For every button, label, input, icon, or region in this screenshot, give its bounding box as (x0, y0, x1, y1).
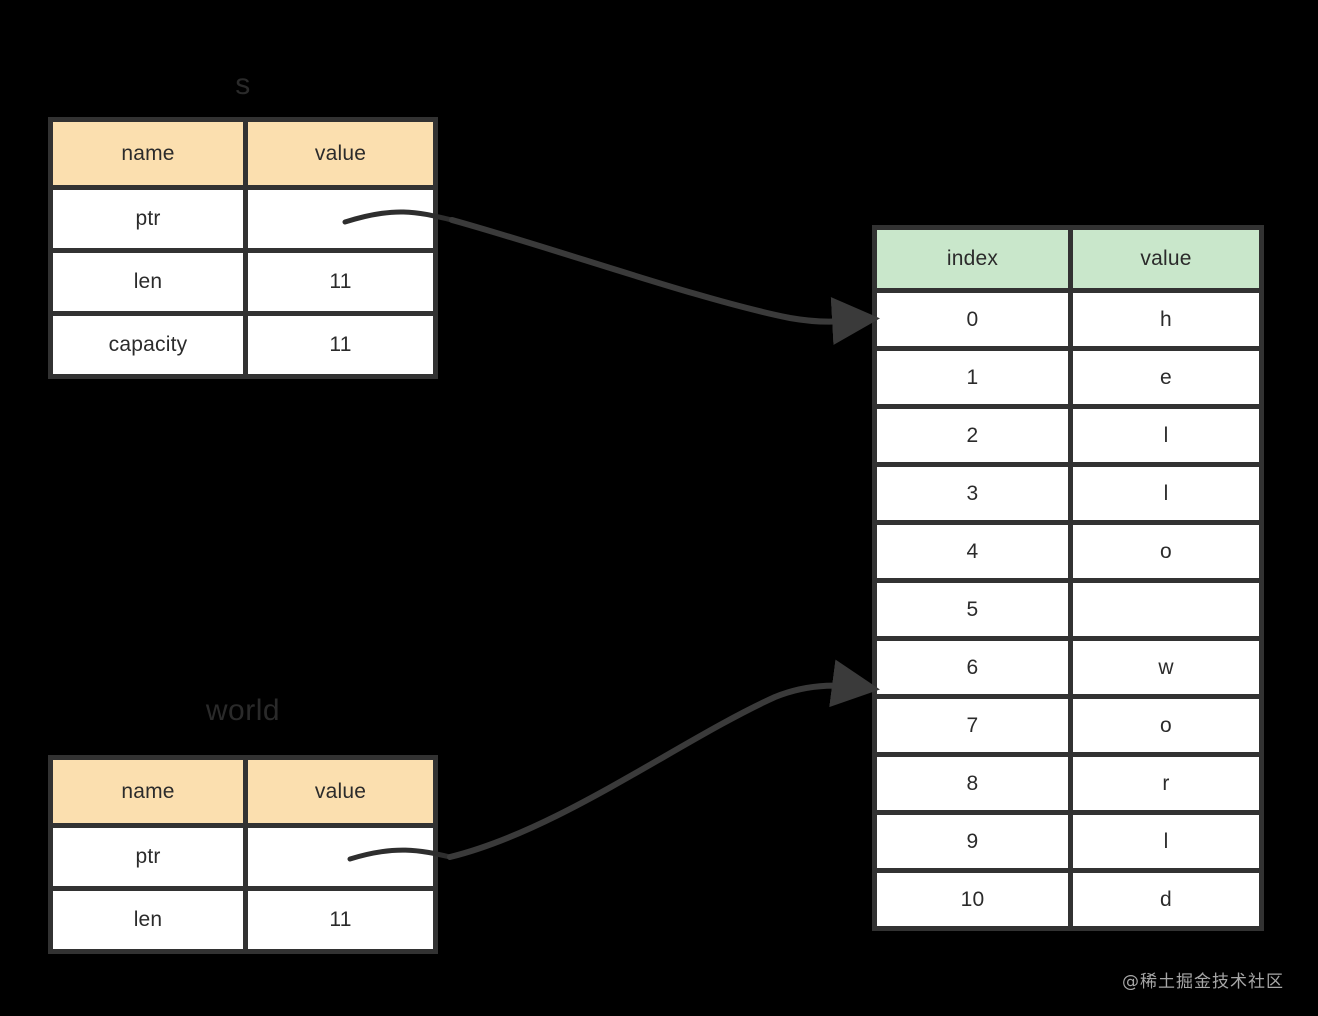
table-row: 4 o (877, 520, 1259, 578)
cell-field-name: ptr (53, 185, 243, 248)
table-row: 3 l (877, 462, 1259, 520)
cell-value: o (1068, 694, 1259, 752)
cell-index: 5 (877, 578, 1068, 636)
cell-field-name: len (53, 248, 243, 311)
cell-field-value-pointer (243, 185, 433, 248)
cell-index: 1 (877, 346, 1068, 404)
cell-field-name: ptr (53, 823, 243, 886)
table-row: 2 l (877, 404, 1259, 462)
table-header-row: name value (53, 122, 433, 185)
cell-value: l (1068, 462, 1259, 520)
watermark: @稀土掘金技术社区 (1122, 972, 1284, 992)
cell-field-value: 11 (243, 311, 433, 374)
variable-title-world: world (205, 694, 281, 727)
cell-index: 7 (877, 694, 1068, 752)
table-row: capacity 11 (53, 311, 433, 374)
table-row: 10 d (877, 868, 1259, 926)
table-header-row: index value (877, 230, 1259, 288)
column-header-value: value (1068, 230, 1259, 288)
column-header-name: name (53, 760, 243, 823)
cell-field-value-pointer (243, 823, 433, 886)
cell-index: 3 (877, 462, 1068, 520)
column-header-name: name (53, 122, 243, 185)
cell-value: r (1068, 752, 1259, 810)
cell-value: e (1068, 346, 1259, 404)
cell-value: d (1068, 868, 1259, 926)
cell-field-name: len (53, 886, 243, 949)
table-row: len 11 (53, 248, 433, 311)
stack-table-world: name value ptr len 11 (48, 755, 438, 954)
table-row: ptr (53, 185, 433, 248)
cell-index: 9 (877, 810, 1068, 868)
table-row: 9 l (877, 810, 1259, 868)
cell-field-value: 11 (243, 886, 433, 949)
table-row: 5 (877, 578, 1259, 636)
table-row: ptr (53, 823, 433, 886)
table-row: 7 o (877, 694, 1259, 752)
cell-field-value: 11 (243, 248, 433, 311)
column-header-value: value (243, 122, 433, 185)
table-row: 1 e (877, 346, 1259, 404)
cell-field-name: capacity (53, 311, 243, 374)
table-row: 0 h (877, 288, 1259, 346)
table-row: len 11 (53, 886, 433, 949)
connector-arrow-world-to-heap-6 (447, 659, 880, 860)
cell-value: o (1068, 520, 1259, 578)
cell-value: h (1068, 288, 1259, 346)
cell-value: l (1068, 404, 1259, 462)
cell-index: 0 (877, 288, 1068, 346)
variable-title-s: s (235, 68, 251, 101)
stack-table-s: name value ptr len 11 capacity 11 (48, 117, 438, 379)
cell-index: 8 (877, 752, 1068, 810)
cell-index: 6 (877, 636, 1068, 694)
cell-index: 2 (877, 404, 1068, 462)
cell-index: 10 (877, 868, 1068, 926)
column-header-value: value (243, 760, 433, 823)
cell-value: w (1068, 636, 1259, 694)
table-row: 6 w (877, 636, 1259, 694)
connector-arrow-s-to-heap-0 (449, 217, 880, 345)
cell-value (1068, 578, 1259, 636)
table-row: 8 r (877, 752, 1259, 810)
table-header-row: name value (53, 760, 433, 823)
cell-value: l (1068, 810, 1259, 868)
heap-table: index value 0 h 1 e 2 l 3 l 4 o 5 6 w (872, 225, 1264, 931)
column-header-index: index (877, 230, 1068, 288)
cell-index: 4 (877, 520, 1068, 578)
